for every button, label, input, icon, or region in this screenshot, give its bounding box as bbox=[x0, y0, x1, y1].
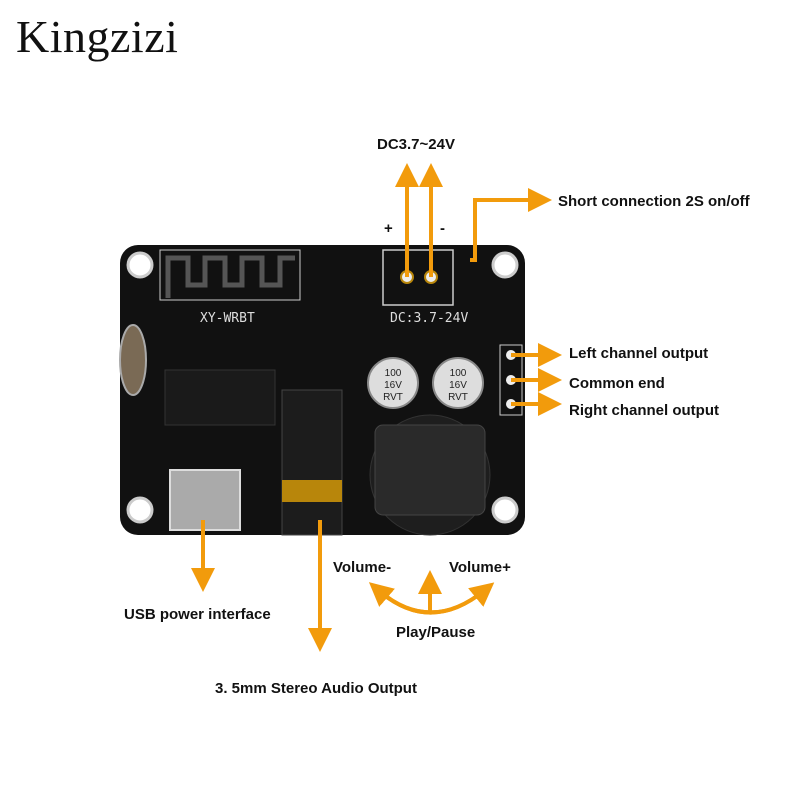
svg-text:16V: 16V bbox=[449, 380, 467, 391]
capacitor-left: 100 16V RVT bbox=[367, 357, 419, 409]
audio-jack bbox=[281, 389, 343, 536]
mount-hole-icon bbox=[126, 251, 154, 279]
plus-label: + bbox=[384, 220, 393, 237]
crystal bbox=[119, 324, 147, 396]
svg-text:RVT: RVT bbox=[383, 392, 403, 403]
antenna-trace bbox=[165, 255, 295, 298]
usb-label: USB power interface bbox=[124, 606, 271, 623]
mount-hole-icon bbox=[491, 251, 519, 279]
short-connection-label: Short connection 2S on/off bbox=[558, 193, 750, 210]
board-model-label: XY-WRBT bbox=[200, 311, 255, 326]
svg-text:100: 100 bbox=[450, 368, 467, 379]
left-channel-label: Left channel output bbox=[569, 345, 709, 362]
short-connection-arrow bbox=[470, 188, 552, 262]
common-end-label: Common end bbox=[569, 375, 665, 392]
board-silk-label: DC:3.7-24V bbox=[390, 311, 468, 326]
brand-title: Kingzizi bbox=[16, 11, 179, 62]
right-channel-label: Right channel output bbox=[569, 402, 719, 419]
svg-text:RVT: RVT bbox=[448, 392, 468, 403]
pcb-board: XY-WRBT DC:3.7-24V 100 16V RVT 100 16V R… bbox=[119, 245, 525, 536]
play-pause-label: Play/Pause bbox=[396, 624, 476, 641]
volume-plus-label: Volume+ bbox=[449, 559, 511, 576]
chip bbox=[164, 369, 276, 426]
svg-text:100: 100 bbox=[385, 368, 402, 379]
audio-out-label: 3. 5mm Stereo Audio Output bbox=[215, 680, 417, 697]
power-label: DC3.7~24V bbox=[377, 136, 455, 153]
minus-label: - bbox=[440, 220, 445, 237]
volume-minus-arrow bbox=[368, 582, 487, 615]
svg-text:16V: 16V bbox=[384, 380, 402, 391]
mount-hole-icon bbox=[491, 496, 519, 524]
volume-minus-label: Volume- bbox=[333, 559, 392, 576]
mount-hole-icon bbox=[126, 496, 154, 524]
capacitor-right: 100 16V RVT bbox=[432, 357, 484, 409]
